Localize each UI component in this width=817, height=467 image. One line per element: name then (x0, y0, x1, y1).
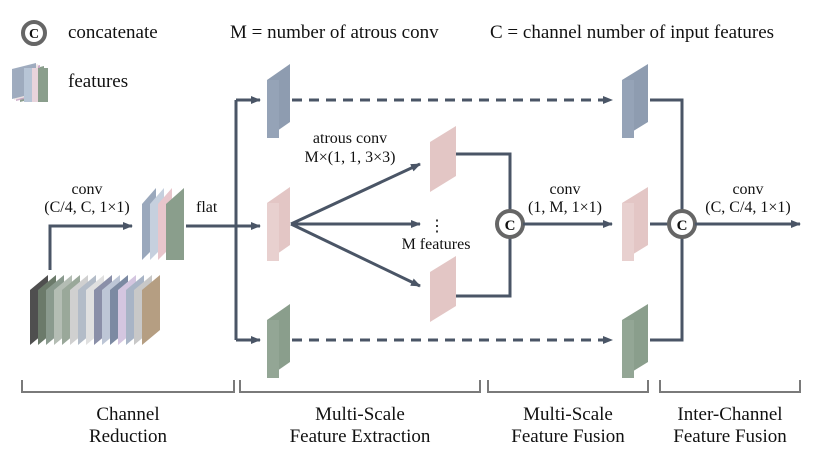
section-fusion-line2: Feature Fusion (511, 426, 625, 447)
concat-legend-symbol: C (29, 27, 39, 42)
section-inter-channel-line1: Inter-Channel (677, 404, 782, 425)
right-bottom-feature-map (622, 304, 648, 378)
bracket-inter-channel-fusion (659, 380, 801, 393)
atrous-label-1: atrous conv (313, 130, 387, 147)
section-fusion-line1: Multi-Scale (523, 404, 613, 425)
concat-node-2: C (667, 209, 697, 239)
section-inter-channel-line2: Feature Fusion (673, 426, 787, 447)
section-extraction-line1: Multi-Scale (315, 404, 405, 425)
conv-out-label-1: conv (732, 181, 763, 198)
c-definition: C = channel number of input features (490, 22, 774, 43)
bracket-multi-scale-extraction (239, 380, 481, 393)
m-definition: M = number of atrous conv (230, 22, 439, 43)
conv-reduce-label-1: conv (71, 181, 102, 198)
m-features-label: M features (402, 236, 471, 253)
features-legend-label: features (68, 71, 128, 92)
section-extraction-line2: Feature Extraction (290, 426, 431, 447)
features-legend-icon (12, 63, 48, 102)
conv-out-label-2: (C, C/4, 1×1) (705, 199, 790, 216)
section-brackets (21, 380, 801, 393)
concat-node-1-symbol: C (505, 218, 516, 234)
conv-fuse-label-1: conv (549, 181, 580, 198)
bracket-multi-scale-fusion (487, 380, 649, 393)
right-middle-feature-map (622, 187, 648, 261)
reduction-arrow (48, 222, 133, 270)
ellipsis: ⋮ (429, 218, 445, 235)
flat-label: flat (196, 199, 218, 216)
right-top-feature-map (622, 64, 648, 138)
middle-feature-map (267, 187, 290, 261)
atrous-label-2: M×(1, 1, 3×3) (305, 149, 396, 166)
reduced-feature-stack (142, 188, 184, 260)
concat-node-2-symbol: C (677, 218, 688, 234)
atrous-arrow-bottom (290, 222, 421, 288)
concat-legend-icon: C (21, 20, 47, 46)
conv-fuse-label-2: (1, M, 1×1) (528, 199, 602, 216)
section-channel-reduction-line2: Reduction (89, 426, 168, 447)
atrous-feature-top (430, 126, 456, 192)
bottom-feature-map (267, 304, 290, 378)
conv-reduce-label-2: (C/4, C, 1×1) (44, 199, 129, 216)
atrous-feature-bottom (430, 256, 456, 322)
bracket-channel-reduction (21, 380, 235, 393)
input-feature-stack (30, 275, 160, 345)
concat-node-1: C (495, 209, 525, 239)
concat-legend-label: concatenate (68, 22, 158, 43)
section-channel-reduction-line1: Channel (96, 404, 159, 425)
top-feature-map (267, 64, 290, 138)
atrous-arrow-top (290, 162, 421, 226)
legend: C concatenate features M = number of atr… (12, 20, 774, 102)
